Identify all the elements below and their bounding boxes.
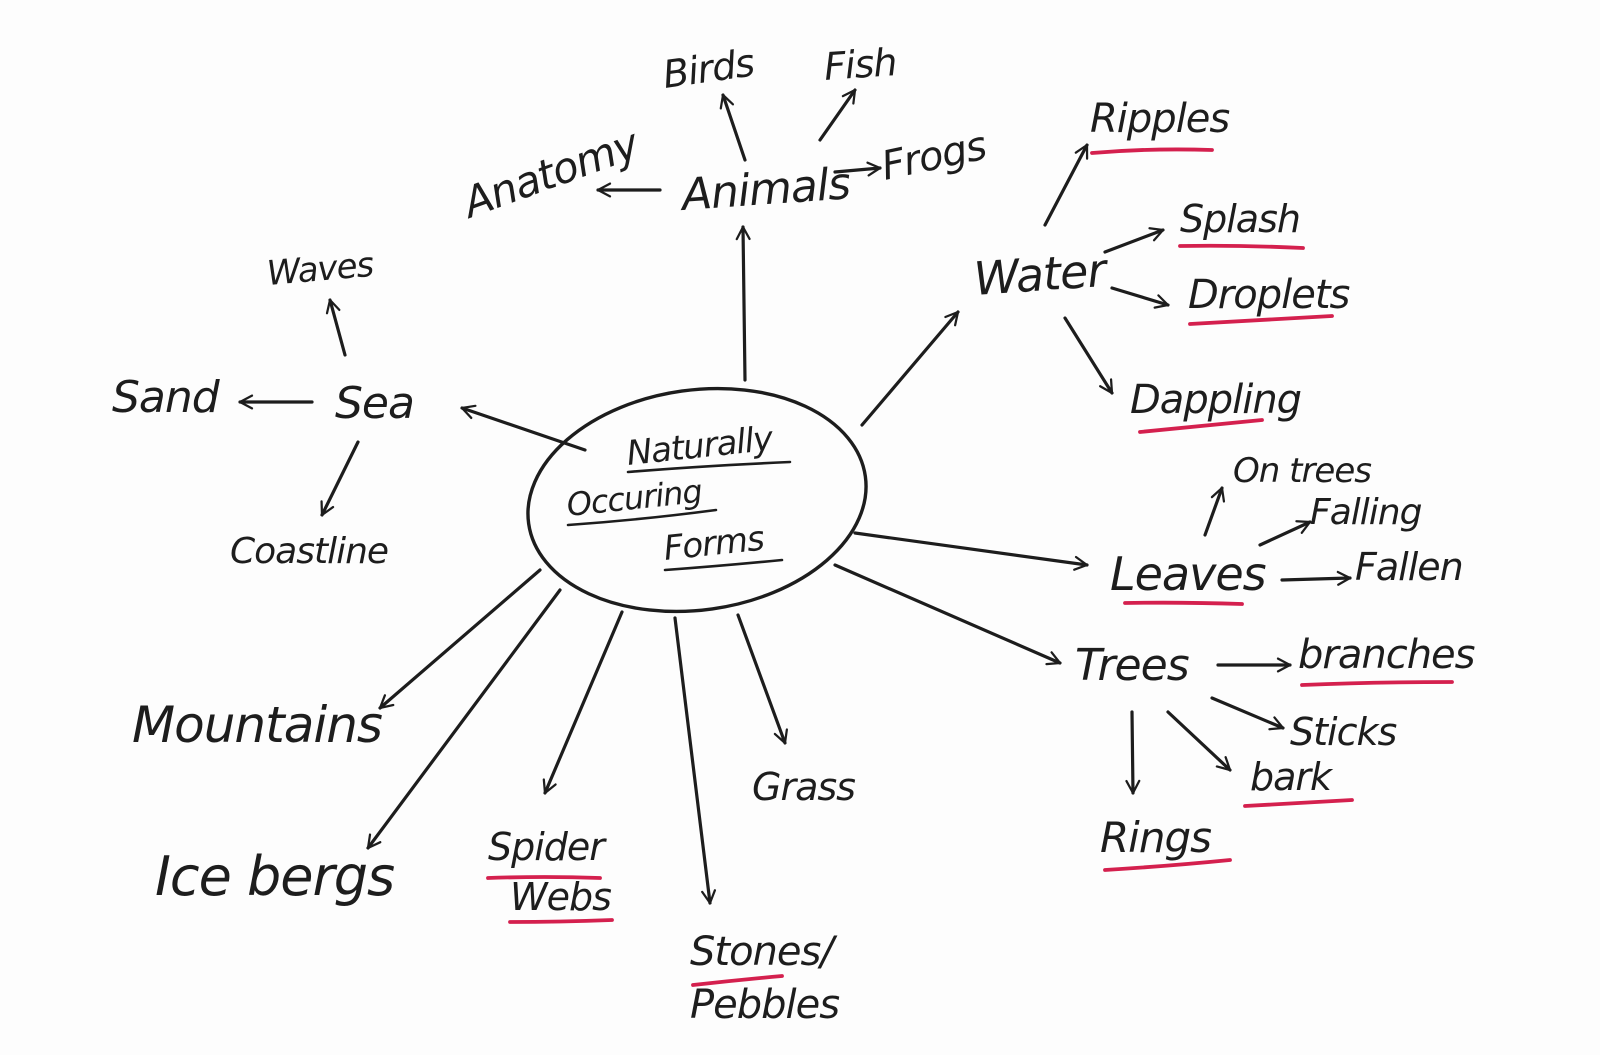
arrow-animals-to-frogs <box>833 161 882 177</box>
label-animals: Animals <box>677 158 851 221</box>
label-branches: branches <box>1298 632 1475 678</box>
center-node: Naturally Occuring Forms <box>526 386 868 614</box>
label-water: Water <box>972 243 1111 306</box>
label-sticks: Sticks <box>1290 710 1396 754</box>
arrow-trees-to-rings <box>1125 710 1141 795</box>
label-ripples: Ripples <box>1090 96 1229 142</box>
label-sand: Sand <box>112 372 221 423</box>
arrow-center-to-spider-webs <box>542 610 624 795</box>
arrow-trees-to-bark <box>1166 710 1232 772</box>
underline-droplets <box>1188 314 1334 326</box>
label-bark: bark <box>1250 755 1334 799</box>
arrow-water-to-splash <box>1103 227 1165 254</box>
underline-ripples <box>1090 147 1214 155</box>
arrow-center-to-mountains <box>378 568 542 710</box>
center-underline-3 <box>663 558 784 572</box>
arrow-leaves-to-fallen <box>1280 570 1352 586</box>
label-fallen: Fallen <box>1355 545 1463 589</box>
arrow-animals-to-birds <box>719 93 747 162</box>
highlight-underlines <box>486 147 1454 987</box>
underline-rings <box>1103 858 1232 872</box>
label-spider: Spider <box>488 825 607 869</box>
arrow-center-to-leaves <box>853 531 1089 571</box>
label-coastline: Coastline <box>230 531 388 572</box>
arrow-water-to-ripples <box>1043 143 1089 227</box>
arrow-water-to-dappling <box>1063 316 1114 395</box>
arrow-sea-to-coastline <box>320 440 360 517</box>
node-labels: Animals Anatomy Birds Fish Frogs Sea Wav… <box>112 40 1476 1028</box>
arrow-sea-to-waves <box>325 298 347 357</box>
label-mountains: Mountains <box>132 696 382 754</box>
label-anatomy: Anatomy <box>454 118 647 228</box>
label-droplets: Droplets <box>1188 272 1350 318</box>
underline-webs <box>508 918 614 924</box>
underline-splash <box>1178 243 1305 250</box>
label-webs: Webs <box>510 875 611 919</box>
label-dappling: Dappling <box>1130 377 1301 423</box>
arrow-trees-to-sticks <box>1210 696 1285 731</box>
arrow-center-to-water <box>860 310 960 427</box>
label-grass: Grass <box>752 765 855 809</box>
label-falling: Falling <box>1310 492 1422 533</box>
label-ice-bergs: Ice bergs <box>155 845 394 908</box>
label-trees: Trees <box>1075 640 1189 691</box>
underline-spider <box>486 875 602 880</box>
underline-bark <box>1243 798 1354 808</box>
label-leaves: Leaves <box>1110 547 1266 601</box>
underline-stones <box>691 974 784 987</box>
arrow-center-to-ice-bergs <box>366 588 562 850</box>
arrow-water-to-droplets <box>1110 286 1170 309</box>
arrow-animals-to-fish <box>818 88 857 142</box>
label-on-trees: On trees <box>1233 451 1371 491</box>
label-fish: Fish <box>823 40 898 89</box>
underline-dappling <box>1138 418 1264 434</box>
center-underline-2 <box>566 508 718 527</box>
arrow-center-to-sea <box>460 404 587 452</box>
label-rings: Rings <box>1100 813 1211 862</box>
label-birds: Birds <box>660 41 757 97</box>
center-underline-1 <box>626 460 792 474</box>
arrow-center-to-trees <box>833 563 1062 666</box>
label-pebbles: Pebbles <box>690 982 839 1028</box>
arrow-center-to-grass <box>736 613 788 745</box>
label-splash: Splash <box>1180 197 1300 241</box>
arrow-center-to-stones <box>673 616 717 905</box>
underline-branches <box>1300 680 1454 687</box>
center-line-occuring: Occuring <box>565 472 704 524</box>
label-waves: Waves <box>265 245 375 294</box>
arrow-leaves-to-falling <box>1258 520 1312 547</box>
label-sea: Sea <box>335 378 414 429</box>
arrow-leaves-to-on-trees <box>1203 486 1226 537</box>
arrow-center-to-animals <box>735 225 751 382</box>
center-oval <box>526 386 868 614</box>
connectors <box>238 88 1352 905</box>
center-line-forms: Forms <box>662 519 766 569</box>
label-frogs: Frogs <box>878 123 991 190</box>
label-stones: Stones/ <box>690 929 838 975</box>
underline-leaves <box>1123 600 1244 606</box>
